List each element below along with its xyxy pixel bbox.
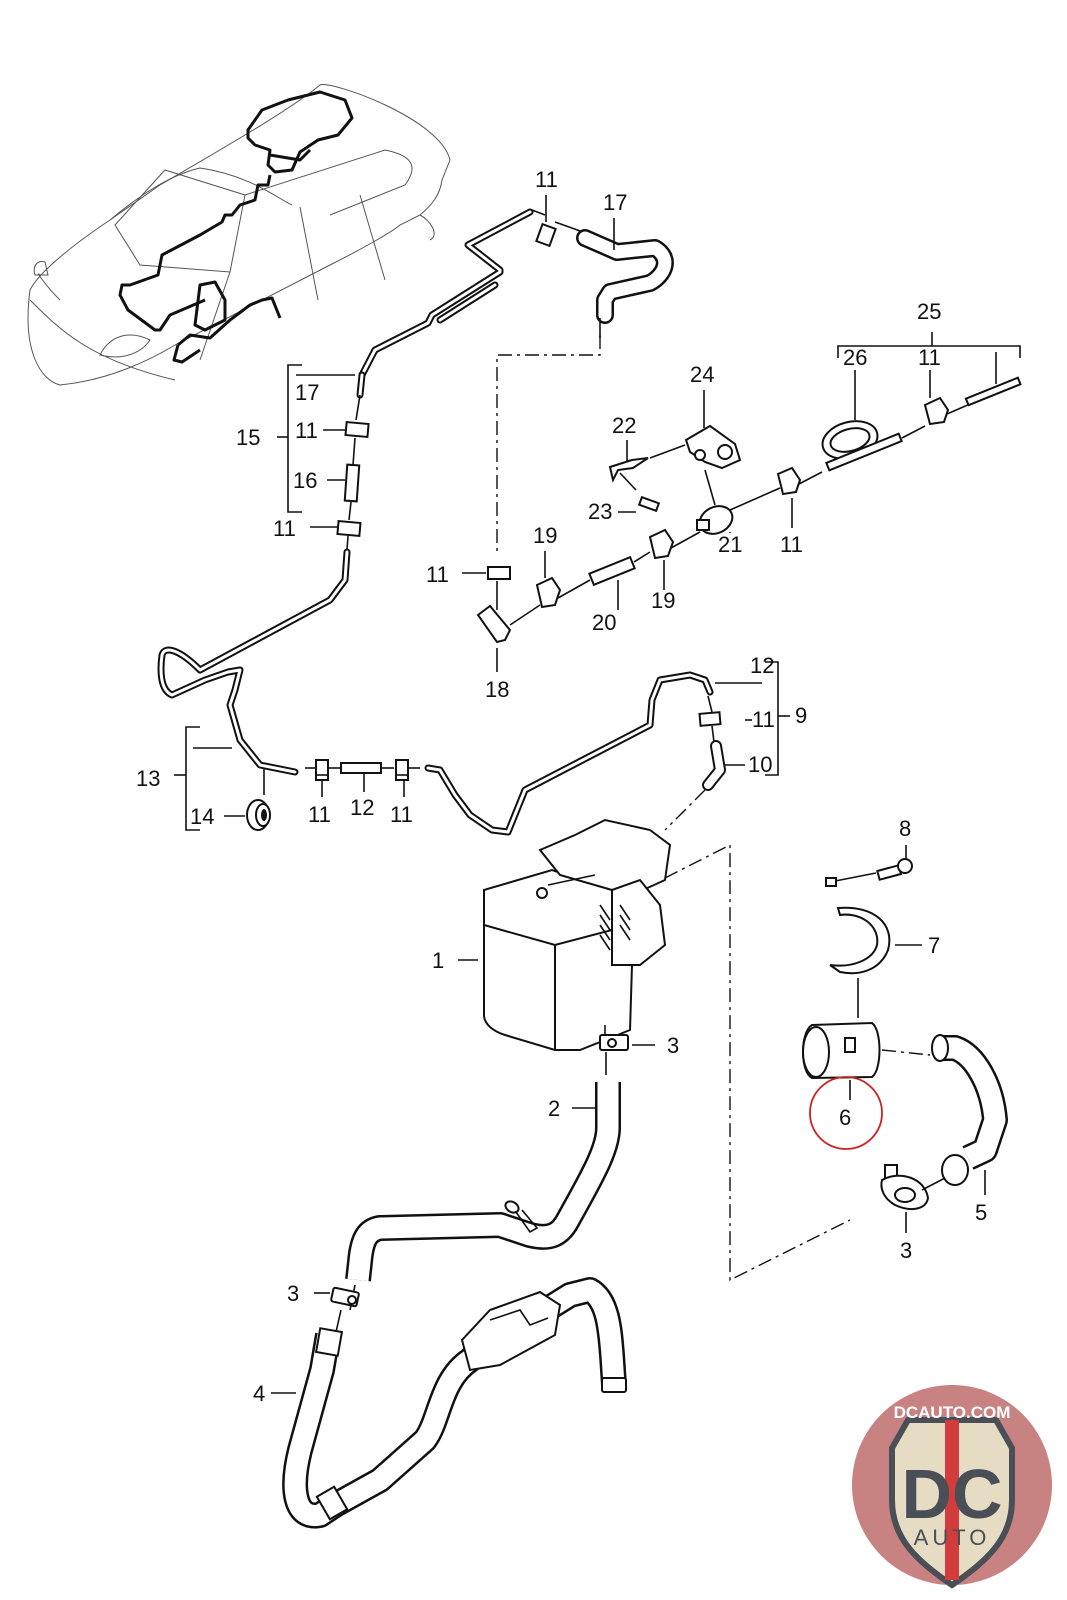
callout-11[interactable]: 11 bbox=[295, 418, 318, 443]
exhaust-pipe-4-muffler bbox=[271, 1277, 627, 1529]
callout-9[interactable]: 9 bbox=[795, 703, 807, 728]
callout-26[interactable]: 26 bbox=[843, 345, 867, 370]
callout-3[interactable]: 3 bbox=[667, 1033, 679, 1058]
callout-14[interactable]: 14 bbox=[190, 804, 214, 829]
callout-2[interactable]: 2 bbox=[548, 1096, 560, 1121]
callout-11[interactable]: 11 bbox=[918, 345, 941, 370]
group-9-bracket bbox=[664, 661, 790, 831]
callout-23[interactable]: 23 bbox=[588, 499, 612, 524]
callout-15[interactable]: 15 bbox=[236, 425, 260, 450]
dcauto-watermark-logo: DCAUTO.COM DC AUTO bbox=[852, 1385, 1052, 1589]
callout-20[interactable]: 20 bbox=[592, 610, 616, 635]
callout-11[interactable]: 11 bbox=[535, 167, 558, 192]
group-15-bracket bbox=[277, 364, 355, 528]
callout-25[interactable]: 25 bbox=[917, 299, 941, 324]
screw-8 bbox=[876, 845, 913, 881]
callout-1[interactable]: 1 bbox=[432, 948, 444, 973]
callout-16[interactable]: 16 bbox=[293, 468, 317, 493]
callout-18[interactable]: 18 bbox=[485, 677, 509, 702]
callout-21[interactable]: 21 bbox=[718, 532, 742, 557]
callout-19[interactable]: 19 bbox=[533, 523, 557, 548]
callout-13[interactable]: 13 bbox=[136, 766, 160, 791]
hose-17-upper bbox=[496, 229, 674, 555]
watermark-top-text: DCAUTO.COM bbox=[894, 1403, 1011, 1422]
callout-19[interactable]: 19 bbox=[651, 588, 675, 613]
callout-17[interactable]: 17 bbox=[295, 380, 319, 405]
callout-11[interactable]: 11 bbox=[752, 707, 775, 732]
callout-11[interactable]: 11 bbox=[273, 516, 296, 541]
callout-10[interactable]: 10 bbox=[748, 752, 772, 777]
clamp-3-right bbox=[880, 1164, 946, 1233]
fuel-line-upper bbox=[358, 208, 584, 379]
exhaust-hose-2 bbox=[345, 1082, 621, 1282]
callout-6[interactable]: 6 bbox=[839, 1105, 851, 1130]
callout-8[interactable]: 8 bbox=[899, 816, 911, 841]
callout-12[interactable]: 12 bbox=[350, 795, 374, 820]
watermark-letters: DC bbox=[901, 1455, 1002, 1533]
callout-24[interactable]: 24 bbox=[690, 362, 714, 387]
callout-4[interactable]: 4 bbox=[253, 1381, 265, 1406]
silencer-6 bbox=[802, 1021, 931, 1100]
hose-5 bbox=[931, 1034, 1008, 1195]
highlight-circle-part-6 bbox=[809, 1076, 883, 1150]
callout-11[interactable]: 11 bbox=[780, 532, 803, 557]
group-13-bracket bbox=[174, 726, 265, 831]
callout-11[interactable]: 11 bbox=[390, 802, 413, 827]
group-25-bracket bbox=[821, 332, 1022, 472]
heater-unit-1 bbox=[458, 818, 851, 1282]
callout-3[interactable]: 3 bbox=[287, 1281, 299, 1306]
callout-11[interactable]: 11 bbox=[308, 802, 331, 827]
callout-12[interactable]: 12 bbox=[750, 653, 774, 678]
metering-pump-assembly bbox=[462, 424, 823, 644]
clamp-3-heater bbox=[599, 1034, 655, 1075]
callout-11[interactable]: 11 bbox=[426, 562, 449, 587]
watermark-bottom-text: AUTO bbox=[914, 1525, 991, 1550]
fuel-line-section-15 bbox=[157, 371, 370, 776]
callout-3[interactable]: 3 bbox=[900, 1238, 912, 1263]
grommet-14 bbox=[246, 799, 271, 831]
fuel-line-mid bbox=[424, 671, 714, 836]
callout-22[interactable]: 22 bbox=[612, 413, 636, 438]
bracket-7 bbox=[825, 872, 922, 1018]
clamp-3-lower bbox=[314, 1284, 360, 1333]
watermark-stripe bbox=[945, 1420, 959, 1580]
callout-17[interactable]: 17 bbox=[603, 190, 627, 215]
fuel-line-connectors-lower bbox=[305, 759, 420, 797]
callout-5[interactable]: 5 bbox=[975, 1200, 987, 1225]
callout-7[interactable]: 7 bbox=[928, 933, 940, 958]
vehicle-overview-illustration bbox=[27, 84, 451, 386]
